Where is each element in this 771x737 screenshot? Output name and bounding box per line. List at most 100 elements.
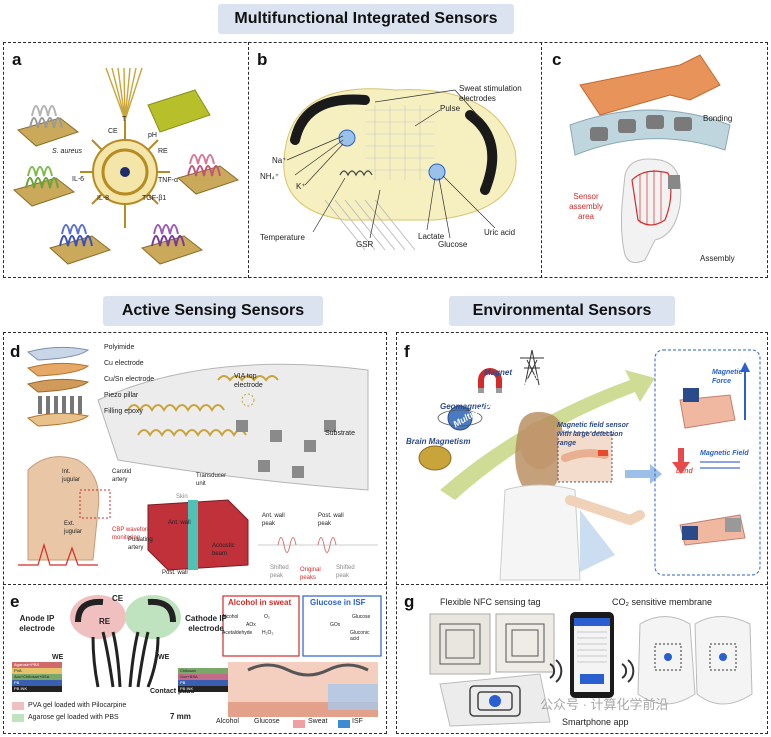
label-magnetic-force: Magnetic Force bbox=[712, 369, 743, 385]
label-glucose: Glucose bbox=[438, 240, 468, 249]
label-rxn-h2o2: H₂O₂ bbox=[262, 630, 274, 636]
label-rxn-gluconic: Gluconic acid bbox=[350, 630, 370, 642]
label-rxn-alcohol: Alcohol bbox=[222, 614, 239, 620]
panel-f-graphic bbox=[418, 349, 761, 581]
label-re-a: RE bbox=[158, 148, 168, 155]
label-skin: Skin bbox=[176, 494, 188, 500]
frame-top bbox=[3, 42, 768, 278]
label-cathode-ip: Cathode IP electrode bbox=[185, 614, 227, 633]
label-k: K⁺ bbox=[296, 182, 306, 191]
label-substrate: Substrate bbox=[325, 430, 355, 437]
label-re-e: RE bbox=[99, 617, 111, 626]
panel-e-graphic bbox=[12, 595, 382, 728]
panel-a-letter: a bbox=[12, 50, 22, 69]
label-original-peaks: Original peaks bbox=[300, 567, 321, 581]
label-pulse: Pulse bbox=[440, 104, 461, 113]
label-ce-e: CE bbox=[112, 594, 124, 603]
panel-b-graphic bbox=[283, 88, 517, 251]
stack-right-3: PB INK bbox=[180, 686, 194, 691]
label-assembly: Assembly bbox=[700, 254, 735, 263]
stack-right-0: Chitosan bbox=[180, 668, 196, 673]
panel-g-letter: g bbox=[404, 592, 415, 611]
divider-fg bbox=[396, 584, 768, 585]
header-active-sensing: Active Sensing Sensors bbox=[103, 296, 323, 326]
frame-right-bottom bbox=[396, 332, 768, 734]
label-pulsating-artery: Pulsating artery bbox=[128, 537, 153, 551]
label-gsr: GSR bbox=[356, 240, 374, 249]
label-contact-pads: Contact pads bbox=[150, 688, 195, 695]
panel-a-graphic bbox=[12, 67, 240, 265]
label-lactate: Lactate bbox=[418, 232, 445, 241]
label-transducer-unit: Transducer unit bbox=[196, 473, 227, 487]
label-ext-jugular: Ext. jugular bbox=[64, 521, 83, 535]
label-we-right: WE bbox=[158, 654, 170, 661]
stack-left-3: PB bbox=[14, 680, 20, 685]
label-rxn-glucose: Glucose bbox=[352, 614, 371, 620]
stack-right-1: Gox+BSA bbox=[180, 674, 198, 679]
label-s-aureus: S. aureus bbox=[52, 148, 82, 155]
label-post-wall-peak: Post. wall peak bbox=[318, 513, 344, 527]
label-ce-a: CE bbox=[108, 128, 118, 135]
label-shifted-peak-1: Shifted peak bbox=[270, 565, 289, 579]
panel-e-letter: e bbox=[10, 592, 20, 611]
panel-b-letter: b bbox=[257, 50, 268, 69]
label-anode-ip: Anode IP electrode bbox=[19, 614, 55, 633]
frame-left-bottom bbox=[3, 332, 387, 734]
label-agarose-gel: Agarose gel loaded with PBS bbox=[28, 714, 119, 721]
label-nh4: NH₄⁺ bbox=[260, 172, 280, 181]
label-smartphone-app: Smartphone app bbox=[562, 717, 629, 727]
panel-f-letter: f bbox=[404, 342, 410, 361]
header-environmental: Environmental Sensors bbox=[449, 296, 675, 326]
label-co2-membrane: CO₂ sensitive membrane bbox=[612, 597, 713, 607]
label-temperature: Temperature bbox=[260, 233, 305, 242]
stack-left-1: PVA bbox=[14, 668, 22, 673]
label-nfc-tag: Flexible NFC sensing tag bbox=[440, 597, 541, 607]
label-rxn-o2: O₂ bbox=[264, 614, 270, 620]
label-brain-magnetism: Brain Magnetism bbox=[406, 437, 471, 446]
label-cu-electrode: Cu electrode bbox=[104, 360, 144, 367]
stack-right-2: PB bbox=[180, 680, 186, 685]
panel-g-graphic bbox=[429, 612, 753, 727]
label-magnet: Magnet bbox=[484, 368, 512, 377]
label-bend: bend bbox=[676, 468, 693, 475]
label-pva-gel: PVA gel loaded with Pilocarpine bbox=[28, 702, 127, 709]
label-na: Na⁺ bbox=[272, 156, 287, 165]
label-legend-isf: ISF bbox=[352, 718, 363, 725]
divider-de bbox=[3, 584, 387, 585]
label-rxn-aox: AOx bbox=[246, 622, 256, 628]
label-geomagnetic: Geomagnetic bbox=[440, 402, 491, 411]
divider-ab bbox=[248, 42, 249, 278]
stack-left-2: Aox+Chitosan+BSA bbox=[14, 674, 50, 679]
label-polyimide: Polyimide bbox=[104, 344, 135, 351]
label-ph: pH bbox=[148, 132, 157, 139]
label-ant-wall: Ant. wall bbox=[168, 520, 191, 526]
label-filling-epoxy: Filling epoxy bbox=[104, 408, 143, 415]
label-tgf: TGF-β1 bbox=[142, 195, 167, 202]
label-piezo-pillar: Piezo pillar bbox=[104, 392, 139, 399]
stack-right-labels: Chitosan Gox+BSA PB PB INK bbox=[180, 668, 226, 692]
header-multifunctional: Multifunctional Integrated Sensors bbox=[218, 4, 514, 34]
stack-left-0: Agarose+PBS bbox=[14, 662, 40, 667]
label-via-top: VIA top electrode bbox=[234, 373, 263, 389]
panel-c-graphic bbox=[569, 54, 731, 264]
divider-bc bbox=[541, 42, 542, 278]
label-sensor-assembly: Sensor assembly area bbox=[569, 192, 603, 221]
watermark: 公众号 · 计算化学前沿 bbox=[540, 697, 669, 712]
panel-c-letter: c bbox=[552, 50, 562, 69]
label-tnf: TNF-α bbox=[158, 177, 178, 184]
label-t: T bbox=[122, 116, 127, 123]
label-ant-wall-peak: Ant. wall peak bbox=[262, 513, 285, 527]
label-legend-sweat: Sweat bbox=[308, 718, 328, 725]
label-il8: IL-8 bbox=[97, 195, 110, 202]
label-alcohol-sweat: Alcohol in sweat bbox=[228, 598, 292, 607]
label-rxn-gox: GOx bbox=[330, 622, 341, 628]
label-post-wall: Post. wall bbox=[162, 570, 188, 576]
label-rxn-acetaldehyde: Acetaldehyde bbox=[222, 630, 253, 636]
label-cusn-electrode: Cu/Sn electrode bbox=[104, 376, 155, 383]
panel-d-graphic bbox=[18, 346, 378, 571]
label-cbp-waveform: CBP waveform monitoring bbox=[112, 527, 152, 541]
label-uric-acid: Uric acid bbox=[484, 228, 516, 237]
label-we-left: WE bbox=[52, 654, 64, 661]
label-magnetic-sensor: Magnetic field sensor with large detecti… bbox=[557, 422, 629, 447]
stack-left-4: PB INK bbox=[14, 686, 28, 691]
